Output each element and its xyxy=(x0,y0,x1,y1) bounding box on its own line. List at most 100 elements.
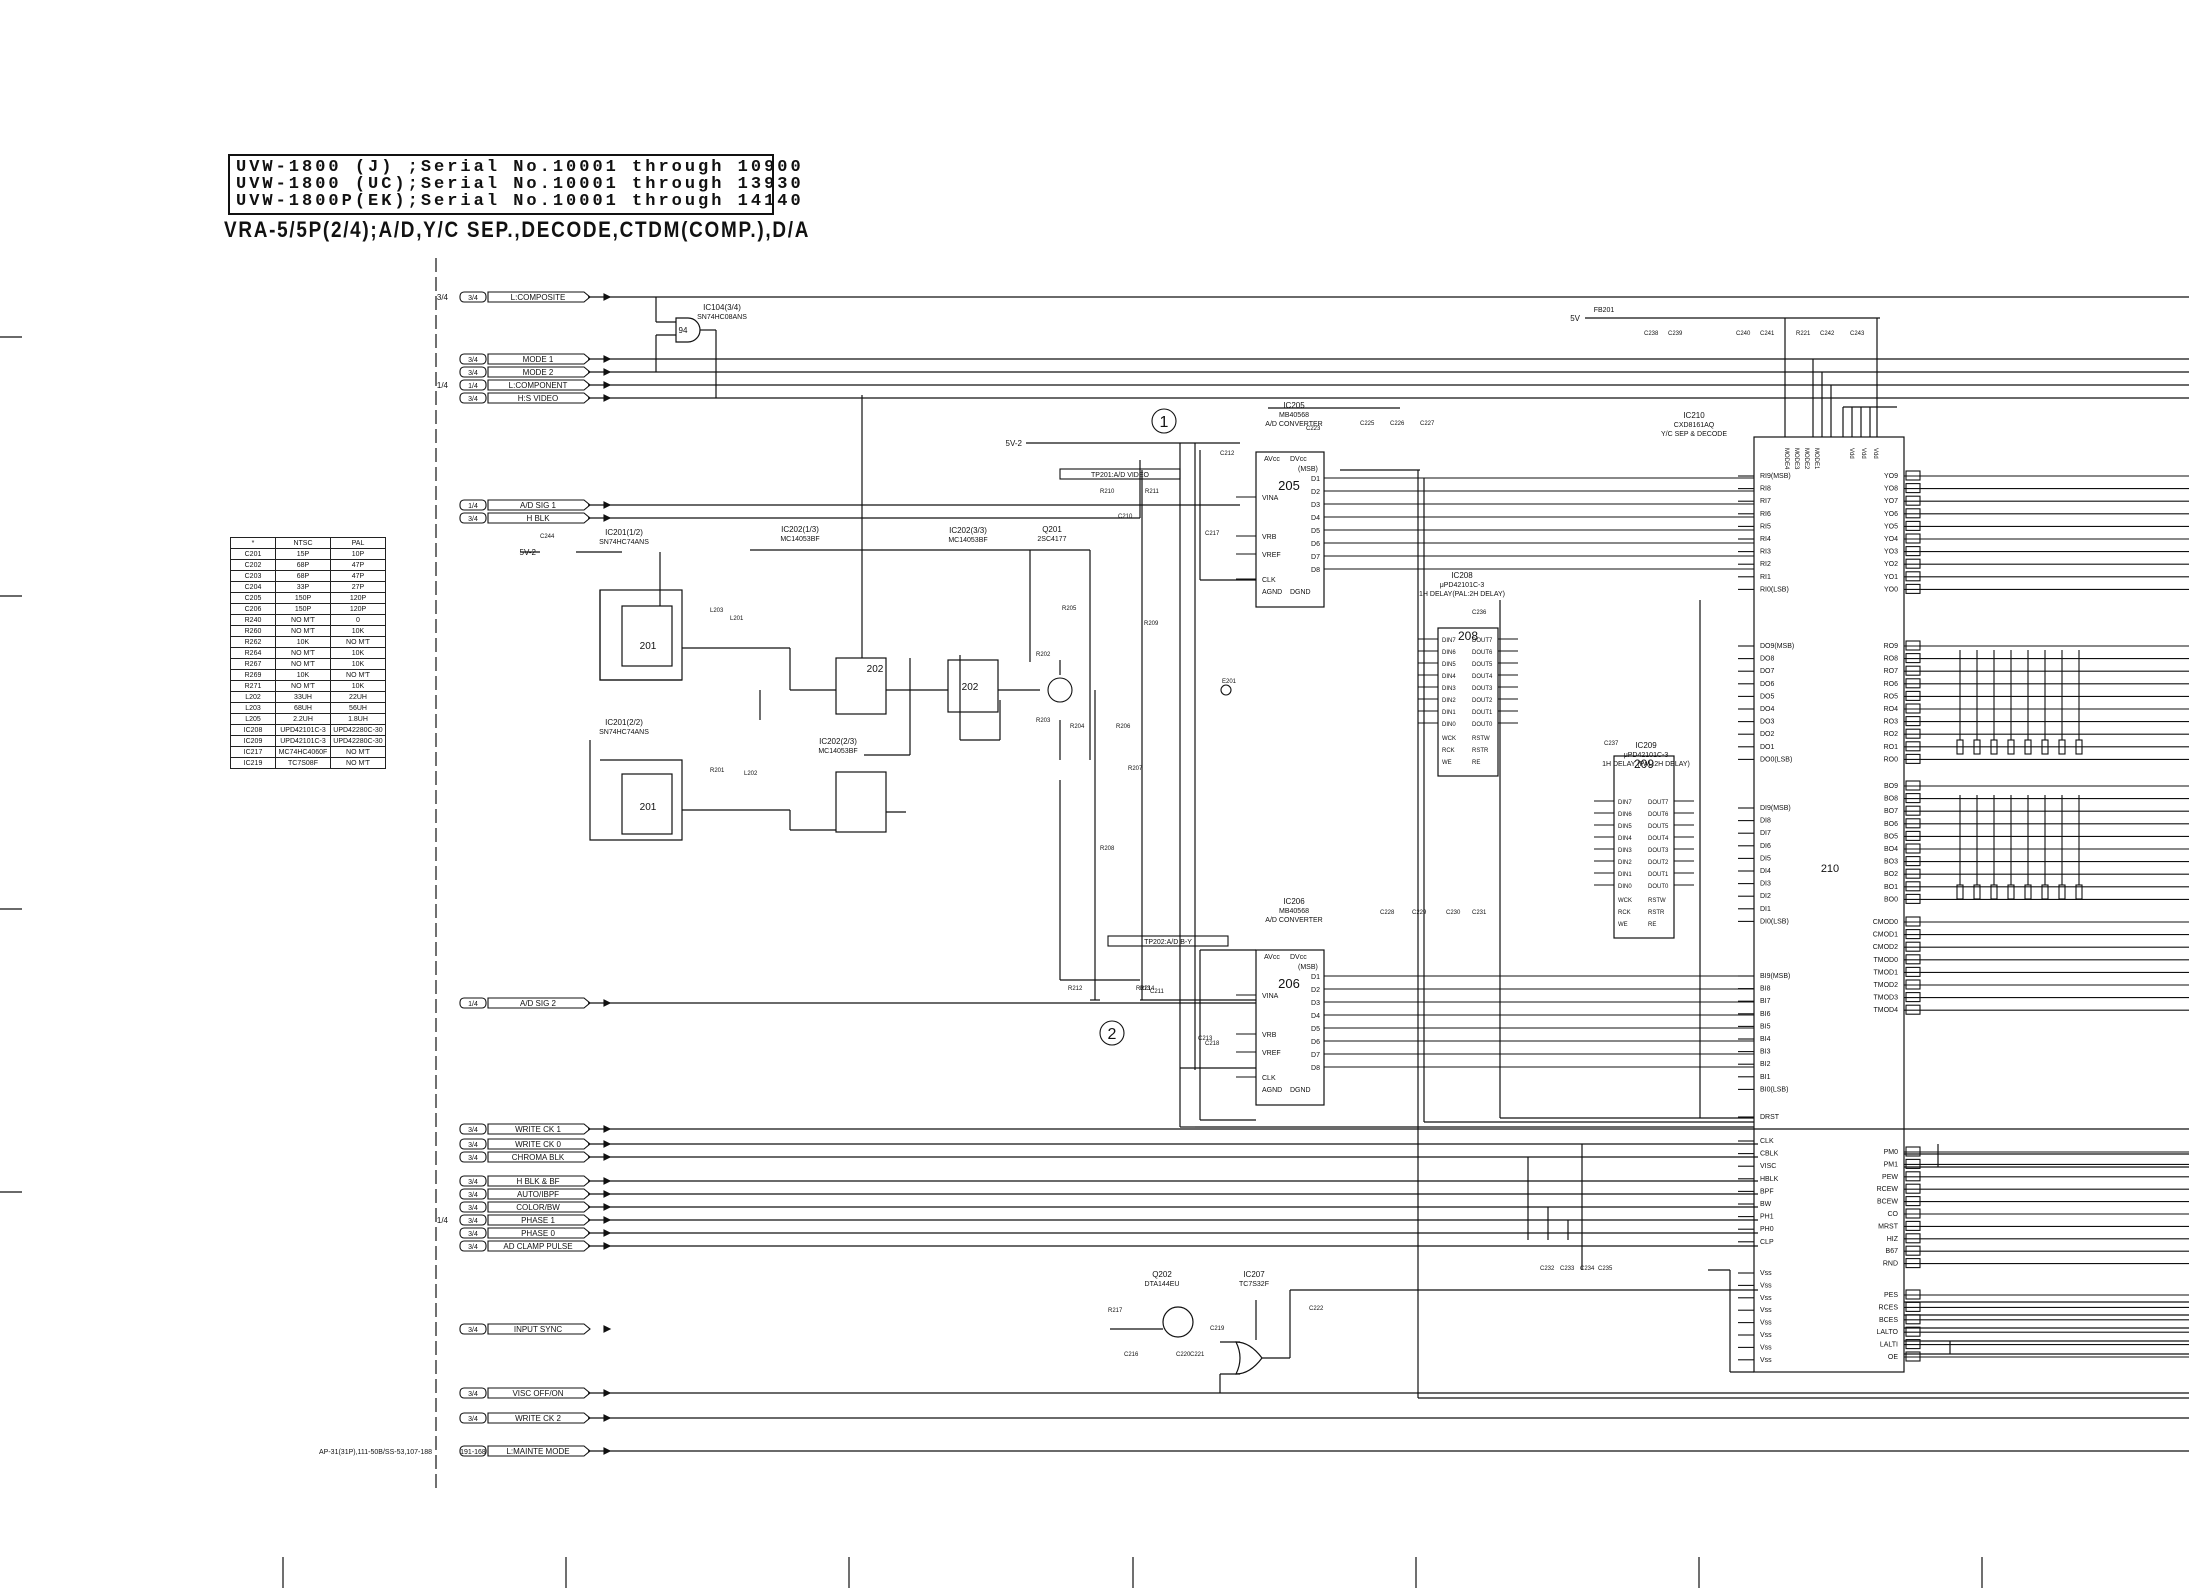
connector-signal-label: WRITE CK 0 xyxy=(515,1140,561,1149)
connector-page-tag xyxy=(459,366,487,378)
pin-label: DOUT4 xyxy=(1472,674,1493,680)
ic210-pin-label: RO2 xyxy=(1884,731,1899,738)
arrow-icon xyxy=(603,355,612,363)
connector-signal-tag xyxy=(487,1387,591,1399)
ic210-pin-label: Vdd xyxy=(1860,448,1866,459)
pin-label: AVcc xyxy=(1264,954,1280,961)
ic-function: A/D CONVERTER xyxy=(1265,917,1322,924)
pin-label: VREF xyxy=(1262,1050,1281,1057)
pin-label: D1 xyxy=(1311,974,1320,981)
connector-signal-tag xyxy=(487,1323,591,1335)
ic-block-number: 210 xyxy=(1821,863,1839,875)
connector-page-tag xyxy=(459,1227,487,1239)
pin-label: DOUT6 xyxy=(1648,812,1669,818)
pin-number-box xyxy=(1905,916,1921,927)
ic210-pin-label: Vss xyxy=(1760,1295,1772,1302)
ic210-pin-label: B67 xyxy=(1886,1248,1899,1255)
ic-reference: IC210 xyxy=(1683,411,1705,420)
ic210-pin-label: RO9 xyxy=(1884,643,1899,650)
component-label: C222 xyxy=(1309,1306,1324,1312)
ic210-pin-label: LALTI xyxy=(1880,1342,1898,1349)
component-label: R205 xyxy=(1062,606,1077,612)
ic-reference: IC207 xyxy=(1243,1270,1265,1279)
ic210-pin-label: YO8 xyxy=(1884,486,1898,493)
ic210-pin-label: BO2 xyxy=(1884,871,1898,878)
ic210-pin-label: DRST xyxy=(1760,1114,1780,1121)
pin-number-box xyxy=(1905,508,1921,519)
testpoint-box xyxy=(1059,468,1181,480)
component-label: C227 xyxy=(1420,421,1435,427)
pin-number-box xyxy=(1905,1326,1921,1337)
connector-signal-tag xyxy=(487,1445,591,1457)
circle-mark-number: 1 xyxy=(1160,414,1169,431)
connector-signal-tag xyxy=(487,1412,591,1424)
component-label: C232 xyxy=(1540,1266,1555,1272)
ic210-pin-label: CMOD2 xyxy=(1873,944,1898,951)
ic210-pin-label: Vss xyxy=(1760,1320,1772,1327)
ic210-pin-label: YO6 xyxy=(1884,511,1898,518)
component-label: C226 xyxy=(1390,421,1405,427)
ic-block-number: 202 xyxy=(962,682,979,693)
ic-reference: IC205 xyxy=(1283,401,1305,410)
ic210-pin-label: DI2 xyxy=(1760,893,1771,900)
pin-number-box xyxy=(1905,571,1921,582)
arrow-icon xyxy=(603,1447,612,1455)
ic210-pin-label: RI3 xyxy=(1760,549,1771,556)
pin-number-box xyxy=(1905,483,1921,494)
pin-label: RSTR xyxy=(1472,748,1489,754)
connector-page-ref: 3/4 xyxy=(468,370,478,377)
component-label: L203 xyxy=(710,608,724,614)
pin-label: D4 xyxy=(1311,515,1320,522)
pin-label: RSTW xyxy=(1648,898,1666,904)
pin-label: WCK xyxy=(1442,736,1456,742)
connector-page-tag xyxy=(459,1188,487,1200)
pin-number-box xyxy=(1905,856,1921,867)
pin-number-box xyxy=(1905,954,1921,965)
connector-page-tag xyxy=(459,1387,487,1399)
ic-part-number: MB40568 xyxy=(1279,908,1309,915)
ic210-pin-label: RI1 xyxy=(1760,574,1771,581)
ic210-pin-label: BI6 xyxy=(1760,1011,1771,1018)
pin-number-box xyxy=(1905,868,1921,879)
component-label: C242 xyxy=(1820,331,1835,337)
pin-label: WE xyxy=(1618,922,1628,928)
component-label: C236 xyxy=(1472,610,1487,616)
ic210-pin-label: BO1 xyxy=(1884,884,1898,891)
pin-number-box xyxy=(1905,495,1921,506)
connector-page-ref: 3/4 xyxy=(468,295,478,302)
pin-label: AVcc xyxy=(1264,456,1280,463)
ic210-pin-label: RI6 xyxy=(1760,511,1771,518)
pin-number-box xyxy=(1905,893,1921,904)
pin-label: DOUT2 xyxy=(1472,698,1493,704)
component-label: R212 xyxy=(1068,986,1083,992)
ic210-pin-label: DO3 xyxy=(1760,719,1775,726)
pin-number-box xyxy=(1905,1314,1921,1325)
connector-page-ref: 3/4 xyxy=(468,1391,478,1398)
ic210-pin-label: CMOD1 xyxy=(1873,932,1898,939)
pin-label: VINA xyxy=(1262,495,1279,502)
ic-part-number: μPD42101C-3 xyxy=(1440,582,1485,589)
pin-label: D2 xyxy=(1311,987,1320,994)
pin-number-box xyxy=(1905,929,1921,940)
ic-block-number: 201 xyxy=(640,802,657,813)
ic210-pin-label: MODE2 xyxy=(1803,448,1809,470)
pin-label: DIN5 xyxy=(1442,662,1456,668)
connector-page-tag xyxy=(459,1123,487,1135)
ic210-pin-label: DI6 xyxy=(1760,843,1771,850)
pin-number-box xyxy=(1905,1158,1921,1169)
connector-signal-tag xyxy=(487,1175,591,1187)
pin-label: D6 xyxy=(1311,541,1320,548)
pin-number-box xyxy=(1905,1339,1921,1350)
ic-block-number: 206 xyxy=(1278,976,1300,991)
ic210-pin-label: BI7 xyxy=(1760,998,1771,1005)
pin-label: CLK xyxy=(1262,577,1276,584)
ic210-pin-label: PEW xyxy=(1882,1174,1898,1181)
connector-signal-tag xyxy=(487,353,591,365)
connector-page-ref: 3/4 xyxy=(468,1192,478,1199)
connector-page-tag xyxy=(459,1214,487,1226)
connector-signal-label: PHASE 1 xyxy=(521,1216,555,1225)
page-title: VRA-5/5P(2/4);A/D,Y/C SEP.,DECODE,CTDM(C… xyxy=(224,217,811,242)
ic210-pin-label: RO6 xyxy=(1884,681,1899,688)
ic-block-number: 208 xyxy=(1458,629,1478,643)
